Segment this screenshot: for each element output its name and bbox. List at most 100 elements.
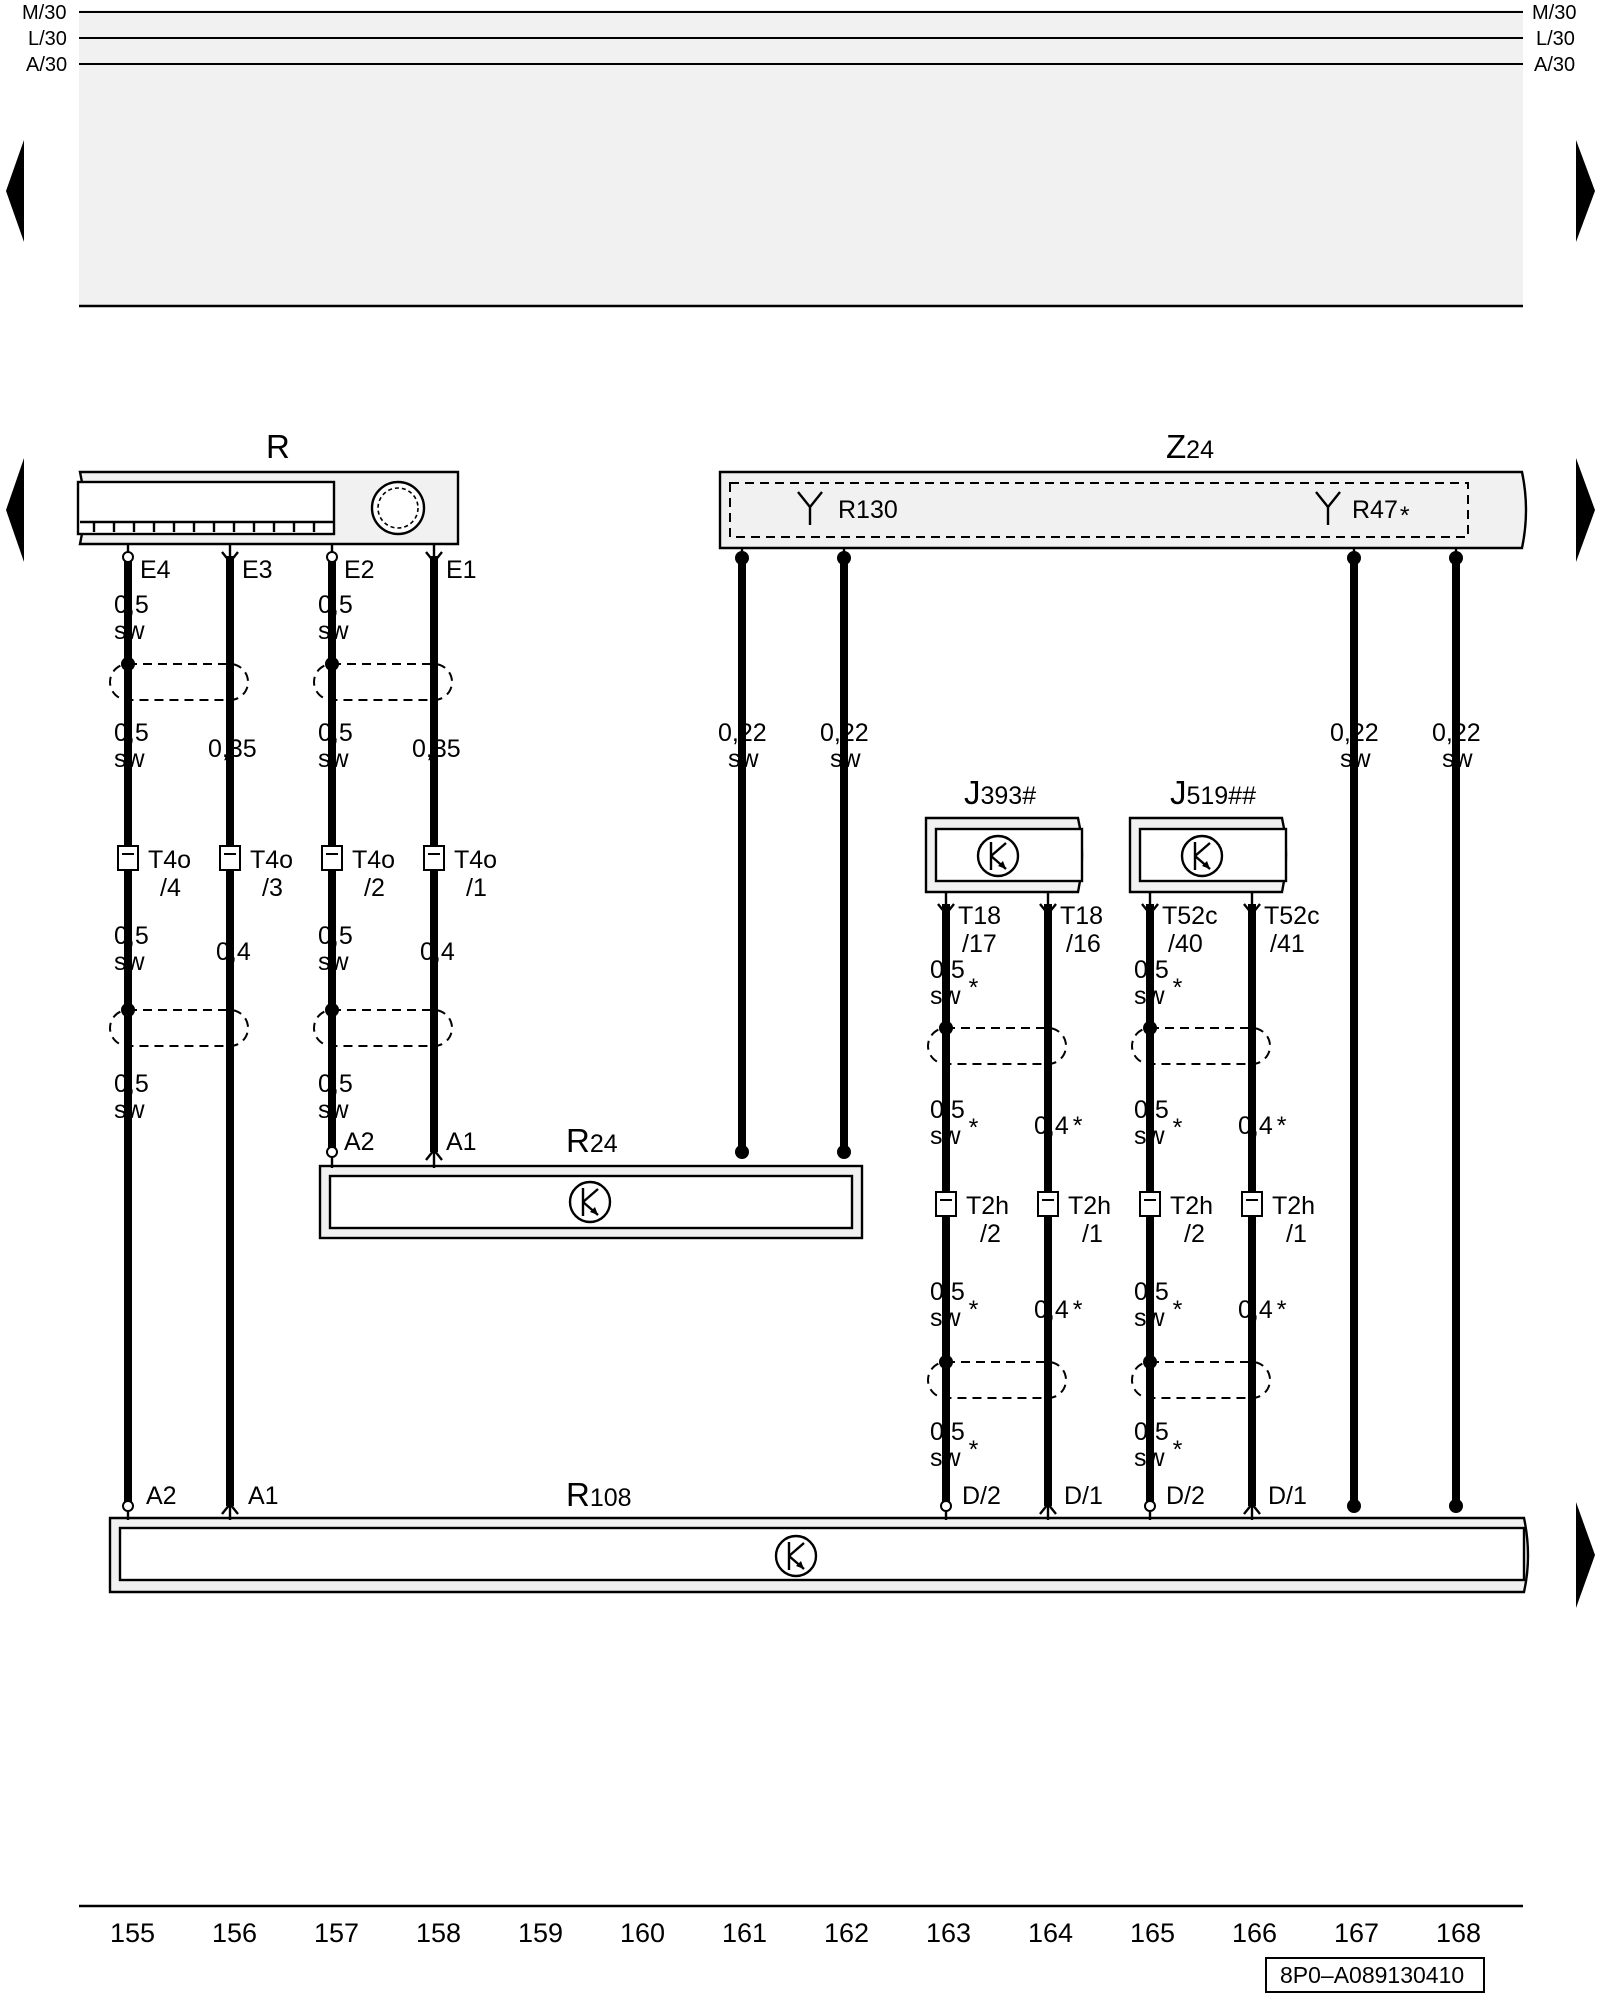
wire-label: 0,35: [208, 735, 257, 763]
rail-label-right-a30: A/30: [1534, 54, 1575, 76]
connector-label: T2h/2: [1170, 1192, 1213, 1248]
wire-label: 0,4: [216, 938, 251, 966]
twisted-pairs: [109, 657, 1271, 1399]
rail-area: M/30 L/30 A/30 M/30 L/30 A/30: [22, 2, 1576, 308]
right-arrow-icon[interactable]: [1576, 1502, 1595, 1608]
rail-label-left-m30: M/30: [22, 2, 66, 24]
track-number: 166: [1232, 1918, 1277, 1948]
wires: [124, 556, 1460, 1520]
connector-symbols: [117, 845, 1263, 1217]
pin-label: A2: [344, 1128, 375, 1156]
track-number: 156: [212, 1918, 257, 1948]
rail-label-left-l30: L/30: [28, 28, 67, 50]
component-j393: J393#: [924, 774, 1084, 894]
track-number: 164: [1028, 1918, 1073, 1948]
track-number: 163: [926, 1918, 971, 1948]
wire-label: 0,4*: [1034, 1112, 1083, 1140]
connector-label: T18/16: [1060, 902, 1103, 958]
right-arrow-icon[interactable]: [1576, 140, 1595, 242]
component-r47-label: R47*: [1352, 496, 1410, 530]
component-z24-label: Z24: [1166, 428, 1214, 465]
wire-label: 0,35: [412, 735, 461, 763]
pin-markers: [122, 551, 1463, 1515]
connector-label: T4o/1: [454, 846, 497, 902]
component-j519-label: J519##: [1170, 774, 1256, 811]
left-arrow-icon[interactable]: [6, 458, 24, 562]
track-number: 162: [824, 1918, 869, 1948]
display-scale-icon: [80, 520, 334, 532]
component-r: R: [76, 428, 460, 546]
component-r108-label: R108: [566, 1476, 632, 1513]
track-number: 158: [416, 1918, 461, 1948]
pin-label: E2: [344, 556, 375, 584]
track-number: 155: [110, 1918, 155, 1948]
wire-label: 0,4*: [1238, 1296, 1287, 1324]
component-j393-label: J393#: [964, 774, 1036, 811]
transistor-icon: [774, 1534, 818, 1578]
pin-label: E3: [242, 556, 273, 584]
track-number: 167: [1334, 1918, 1379, 1948]
track-number: 168: [1436, 1918, 1481, 1948]
component-r130-label: R130: [838, 496, 898, 524]
transistor-icon: [568, 1180, 612, 1224]
antenna-icon: [797, 491, 823, 525]
connector-label: T52c/41: [1264, 902, 1320, 958]
antenna-icon: [1315, 491, 1341, 525]
pin-label: A1: [248, 1482, 279, 1510]
left-arrow-icon[interactable]: [6, 140, 24, 242]
footer: 155 156 157 158 159 160 161 162 163 164 …: [79, 1904, 1523, 1993]
component-r108: R108: [108, 1476, 1530, 1594]
pin-label: A2: [146, 1482, 177, 1510]
transistor-icon: [1180, 834, 1224, 878]
document-code: 8P0–A089130410: [1280, 1962, 1464, 1988]
pin-labels: E4 E3 E2 E1 A2 A1 A2 A1 D/2 D/1 D/2 D/1: [140, 556, 1307, 1510]
connector-label: T18/17: [958, 902, 1001, 958]
wire-label: 0,4*: [1238, 1112, 1287, 1140]
component-j519: J519##: [1128, 774, 1288, 894]
connector-label: T4o/3: [250, 846, 293, 902]
connector-label: T2h/2: [966, 1192, 1009, 1248]
track-number: 157: [314, 1918, 359, 1948]
pin-label: D/2: [962, 1482, 1001, 1510]
component-r24: R24: [318, 1122, 864, 1240]
track-number: 165: [1130, 1918, 1175, 1948]
component-r-label: R: [266, 428, 290, 465]
rail-label-left-a30: A/30: [26, 54, 67, 76]
track-number: 159: [518, 1918, 563, 1948]
rail-label-right-l30: L/30: [1536, 28, 1575, 50]
track-number: 160: [620, 1918, 665, 1948]
connector-label: T4o/2: [352, 846, 395, 902]
pin-label: D/1: [1268, 1482, 1307, 1510]
transistor-icon: [976, 834, 1020, 878]
rail-label-right-m30: M/30: [1532, 2, 1576, 24]
right-arrow-icon[interactable]: [1576, 458, 1595, 562]
pin-label: A1: [446, 1128, 477, 1156]
pin-label: D/1: [1064, 1482, 1103, 1510]
gauge-icon: [370, 480, 426, 536]
connector-label: T2h/1: [1272, 1192, 1315, 1248]
connector-label: T4o/4: [148, 846, 191, 902]
wire-label: 0,4: [420, 938, 455, 966]
pin-label: E1: [446, 556, 477, 584]
connector-label: T2h/1: [1068, 1192, 1111, 1248]
component-r24-label: R24: [566, 1122, 618, 1159]
track-number: 161: [722, 1918, 767, 1948]
